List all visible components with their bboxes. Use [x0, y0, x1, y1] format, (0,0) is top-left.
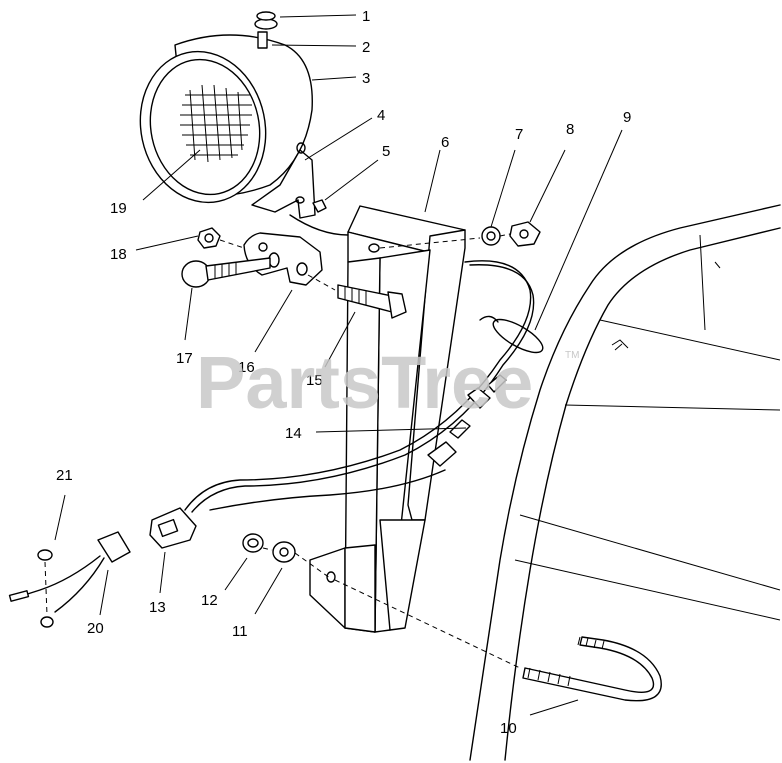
callout-16: 16	[238, 359, 255, 376]
callout-6: 6	[441, 134, 449, 151]
watermark-trademark: TM	[565, 350, 579, 361]
headlamp-assembly	[139, 11, 327, 219]
callout-7: 7	[515, 126, 523, 143]
callout-2: 2	[362, 39, 370, 56]
callout-1: 1	[362, 8, 370, 25]
callout-13: 13	[149, 599, 166, 616]
callout-5: 5	[382, 143, 390, 160]
callout-12: 12	[201, 592, 218, 609]
pivot-bracket-16	[181, 221, 541, 319]
u-bolt-10	[522, 636, 662, 702]
callout-21: 21	[56, 467, 73, 484]
callout-19: 19	[110, 200, 127, 217]
lens-grid	[180, 84, 252, 163]
sub-harness-20	[8, 531, 131, 628]
callout-11: 11	[232, 623, 248, 640]
wiring-harness	[149, 214, 544, 549]
callout-9: 9	[623, 109, 631, 126]
washers-11-12	[242, 533, 296, 563]
callout-15: 15	[306, 372, 323, 389]
alignment-lines	[44, 233, 521, 669]
callouts: 1 2 3 4 5 6 7 8 9 10 11 12 13 14 15 16 1…	[56, 8, 631, 737]
callout-4: 4	[377, 107, 385, 124]
watermark-text: PartsTree	[196, 341, 533, 424]
mounting-bracket-6	[309, 205, 466, 633]
callout-10: 10	[500, 720, 517, 737]
callout-18: 18	[110, 246, 127, 263]
watermark: PartsTree TM	[196, 341, 579, 424]
callout-14: 14	[285, 425, 302, 442]
callout-20: 20	[87, 620, 104, 637]
vehicle-body	[469, 204, 781, 761]
callout-8: 8	[566, 121, 574, 138]
leader-lines	[54, 14, 623, 716]
callout-3: 3	[362, 70, 370, 87]
callout-17: 17	[176, 350, 193, 367]
